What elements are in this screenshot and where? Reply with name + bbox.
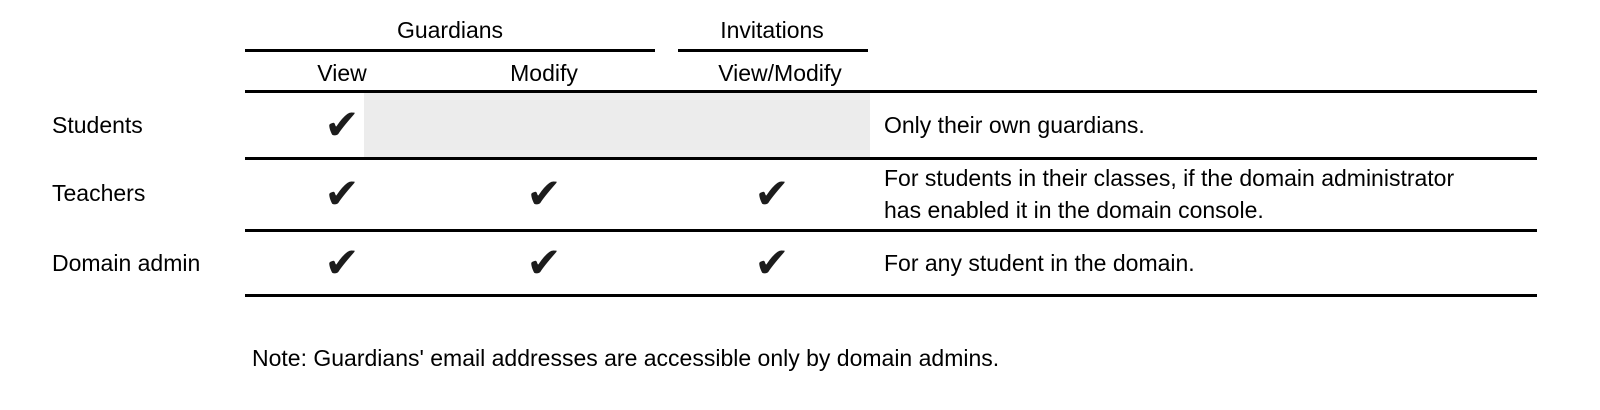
- empty-cell: [447, 93, 641, 157]
- row-note-teachers-line-2: has enabled it in the domain console.: [884, 197, 1264, 223]
- column-header-view: View: [317, 60, 367, 86]
- heavy-check-mark-icon: ✔: [324, 169, 360, 218]
- footnote: Note: Guardians' email addresses are acc…: [252, 345, 1000, 371]
- row-rule-students: [245, 157, 1537, 160]
- heavy-check-mark-icon: ✔: [324, 238, 360, 287]
- invitations-underline: [678, 49, 868, 52]
- row-label-domain-admin: Domain admin: [52, 250, 201, 276]
- column-group-guardians: Guardians: [396, 17, 504, 43]
- row-note-domain-admin: For any student in the domain.: [884, 250, 1195, 276]
- heavy-check-mark-icon: ✔: [526, 238, 562, 287]
- disabled-cells-shade: [364, 93, 870, 157]
- row-note-teachers-line-1: For students in their classes, if the do…: [884, 165, 1455, 191]
- heavy-check-mark-icon: ✔: [754, 169, 790, 218]
- row-label-students: Students: [52, 112, 143, 138]
- heavy-check-mark-icon: ✔: [754, 238, 790, 287]
- empty-cell: [670, 93, 874, 157]
- row-note-teachers: For students in their classes, if the do…: [884, 162, 1454, 226]
- column-header-modify: Modify: [510, 60, 578, 86]
- row-note-students: Only their own guardians.: [884, 112, 1145, 138]
- heavy-check-mark-icon: ✔: [526, 169, 562, 218]
- guardians-underline: [245, 49, 655, 52]
- row-rule-teachers: [245, 229, 1537, 232]
- column-group-invitations: Invitations: [720, 17, 824, 43]
- column-header-view-modify: View/Modify: [718, 60, 842, 86]
- header-rule: [245, 90, 1537, 93]
- row-rule-domain-admin: [245, 294, 1537, 297]
- heavy-check-mark-icon: ✔: [324, 100, 360, 149]
- row-label-teachers: Teachers: [52, 180, 146, 206]
